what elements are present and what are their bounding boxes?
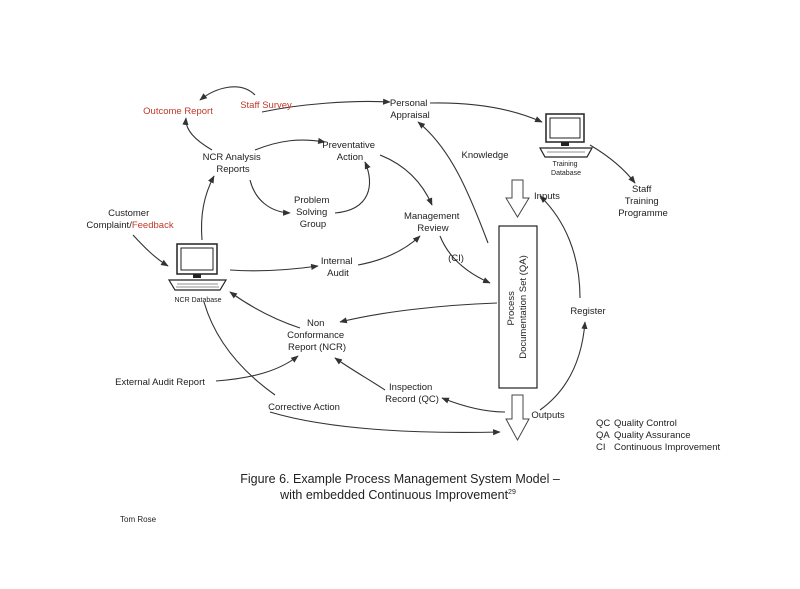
feedback-word: Feedback [132, 220, 174, 231]
figure-caption-line2: with embedded Continuous Improvement29 [279, 488, 516, 502]
edge-problem-solving-to-preventative [334, 161, 371, 214]
legend-meaning-qc: Quality Control [614, 418, 677, 429]
edge-inspection-to-ncr [334, 357, 386, 391]
edge-corrective-action-to-outputs [269, 411, 501, 436]
edge-ncr-db-to-corrective-action [203, 301, 276, 396]
edge-personal-appraisal-to-training-db [429, 102, 543, 123]
edge-ncr-analysis-to-problem-solving [249, 179, 291, 216]
edge-process-doc-to-ncr [339, 302, 498, 324]
ncr-analysis-reports-label: NCR Analysis Reports [203, 152, 264, 175]
process-documentation-box [498, 225, 538, 389]
preventative-action-label: Preventative Action [322, 140, 377, 163]
edge-ncr-to-ncr-db [229, 291, 301, 329]
edge-ncr-analysis-to-preventative [254, 137, 326, 151]
management-review-label: Management Review [404, 211, 462, 234]
edge-knowledge-to-personal-appraisal [417, 121, 489, 244]
legend-meaning-qa: Quality Assurance [614, 430, 691, 441]
process-documentation-label: Process Documentation Set (QA) [506, 255, 529, 359]
problem-solving-group-label: Problem Solving Group [294, 195, 332, 230]
author-label: Tom Rose [120, 515, 157, 524]
edge-internal-audit-to-management-review [357, 235, 421, 266]
staff-survey-label: Staff Survey [240, 100, 292, 111]
edge-preventative-to-management-review [379, 154, 433, 206]
legend-abbr-ci: CI [596, 442, 606, 453]
customer-complaint-label: Customer Complaint/Feedback [86, 208, 173, 231]
complaint-word: Complaint/ [86, 220, 132, 231]
legend-abbr-qa: QA [596, 430, 610, 441]
edge-training-db-to-staff-training [589, 144, 636, 184]
figure-caption-line1: Figure 6. Example Process Management Sys… [240, 472, 560, 486]
process-documentation-line2: Documentation Set (QA) [518, 255, 529, 359]
edge-ncr-db-to-internal-audit [229, 263, 319, 272]
edge-ncr-analysis-to-outcome-report [182, 117, 213, 151]
edge-management-review-to-process-doc [439, 235, 491, 284]
register-label: Register [570, 306, 605, 317]
inputs-hollow-arrow [505, 179, 530, 218]
edge-customer-to-ncr-db [132, 234, 169, 267]
outputs-label: Outputs [531, 410, 565, 421]
knowledge-label: Knowledge [461, 150, 508, 161]
personal-appraisal-label: Personal Appraisal [390, 98, 430, 121]
edge-outputs-to-inspection [441, 397, 506, 413]
edge-ncr-db-to-ncr-analysis [201, 175, 215, 241]
edge-outputs-to-register [539, 321, 588, 411]
ncr-database-label: NCR Database [174, 297, 221, 304]
inputs-label: Inputs [534, 191, 560, 202]
edge-register-to-inputs [539, 195, 581, 299]
external-audit-report-label: External Audit Report [115, 377, 205, 388]
process-documentation-line1: Process [506, 291, 517, 326]
internal-audit-label: Internal Audit [321, 256, 355, 279]
ci-label: (CI) [448, 253, 464, 264]
inspection-record-label: Inspection Record (QC) [385, 382, 439, 405]
figure-caption-line2-text: with embedded Continuous Improvement [279, 488, 508, 502]
outcome-report-label: Outcome Report [143, 106, 213, 117]
figure-caption-superscript: 29 [508, 489, 516, 496]
abbreviation-legend: QC Quality Control QA Quality Assurance … [596, 418, 720, 453]
edge-staff-survey-to-outcome-report [199, 86, 256, 101]
non-conformance-report-label: Non Conformance Report (NCR) [287, 318, 347, 353]
legend-abbr-qc: QC [596, 418, 610, 429]
outputs-hollow-arrow [505, 394, 530, 442]
training-database-computer-icon [538, 113, 594, 158]
training-database-label: Training Database [551, 161, 581, 177]
ncr-database-computer-icon [167, 243, 228, 291]
connectors [132, 86, 636, 436]
legend-meaning-ci: Continuous Improvement [614, 442, 720, 453]
edge-external-audit-to-ncr [215, 355, 299, 382]
edge-staff-survey-to-personal-appraisal [261, 98, 391, 113]
staff-training-programme-label: Staff Training Programme [618, 184, 668, 219]
corrective-action-label: Corrective Action [268, 402, 340, 413]
